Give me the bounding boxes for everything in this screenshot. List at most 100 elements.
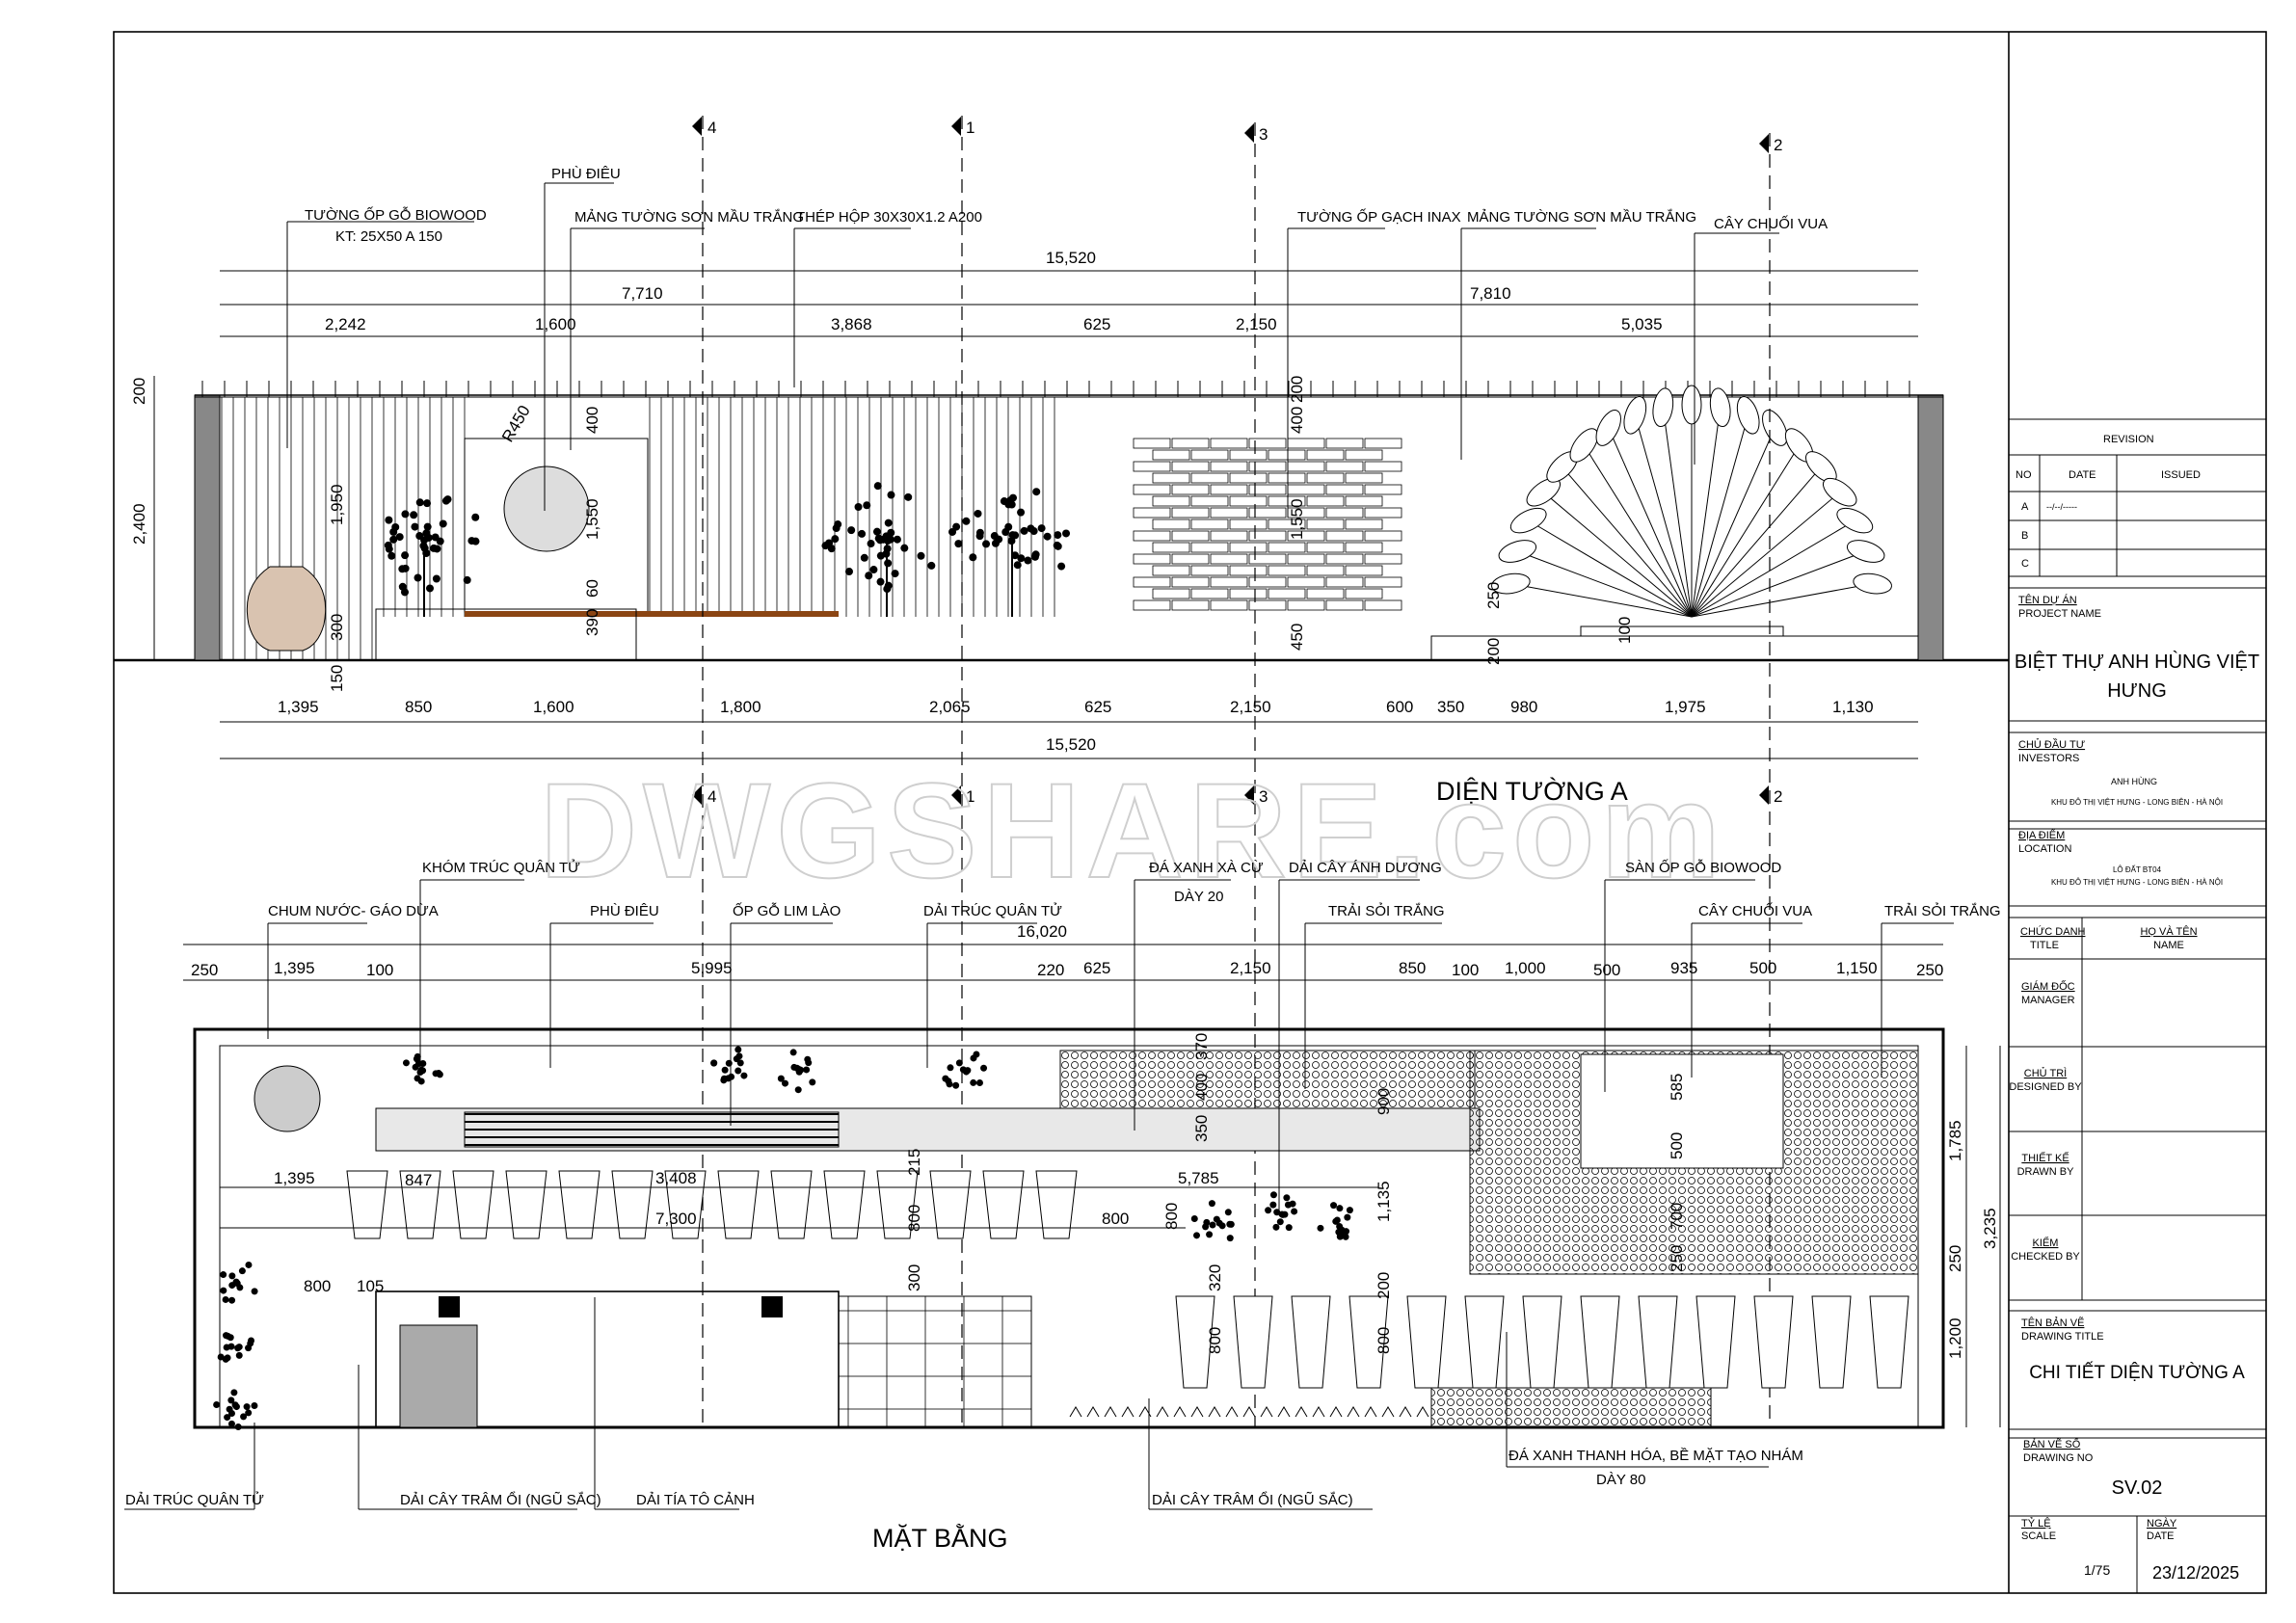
staff-name-vi: HỌ VÀ TÊN <box>2140 925 2197 938</box>
drawing-title-label-en: DRAWING TITLE <box>2021 1331 2104 1343</box>
project-label-en: PROJECT NAME <box>2018 608 2101 620</box>
section-marker-2: 2 <box>1759 134 1782 154</box>
bamboo-leaf <box>1031 553 1039 561</box>
section-marker-2b: 2 <box>1759 785 1782 806</box>
plant-leaf <box>722 1067 729 1074</box>
rev-row-b: B <box>2021 530 2028 542</box>
palm-frond <box>1584 445 1692 617</box>
svg-text:2,065: 2,065 <box>929 698 971 716</box>
plant-leaf <box>220 1271 227 1278</box>
inax-tile <box>1288 485 1324 494</box>
svg-text:800: 800 <box>905 1205 923 1232</box>
plant-leaf <box>233 1279 240 1286</box>
bamboo-leaf <box>1057 563 1065 571</box>
plan-dims-top: 16,020 250 1,395 100 5,995 220 625 2,150… <box>183 922 1943 980</box>
svg-text:625: 625 <box>1084 698 1111 716</box>
water-jar-icon <box>247 567 325 651</box>
inax-tile-wall <box>1134 439 1402 610</box>
inax-tile <box>1365 600 1402 610</box>
plan-view: CHUM NƯỚC- GÁO DỪA KHÓM TRÚC QUÂN TỬ PHÙ… <box>124 859 2001 1553</box>
stepping-stone <box>1639 1296 1677 1388</box>
plant-leaf <box>1227 1235 1234 1241</box>
svg-text:7,710: 7,710 <box>622 284 663 303</box>
svg-text:SÀN ỐP GỖ BIOWOOD: SÀN ỐP GỖ BIOWOOD <box>1625 859 1781 876</box>
plant-leaf <box>223 1296 229 1303</box>
svg-text:DÀY 80: DÀY 80 <box>1596 1472 1645 1488</box>
svg-text:105: 105 <box>357 1277 384 1295</box>
svg-text:250: 250 <box>1484 582 1503 609</box>
plant-leaf <box>740 1073 747 1079</box>
plant-leaf <box>980 1065 987 1072</box>
inax-tile <box>1191 566 1228 575</box>
palm-frond <box>1510 584 1692 617</box>
palm-leaf <box>1496 536 1538 566</box>
plant-leaf <box>976 1079 983 1086</box>
bamboo-leaf <box>974 510 982 518</box>
inax-tile <box>1153 566 1189 575</box>
drawing-no: SV.02 <box>2112 1477 2163 1499</box>
lantana-shrub <box>1295 1407 1307 1417</box>
svg-text:1,550: 1,550 <box>583 498 601 540</box>
svg-text:500: 500 <box>1593 961 1620 979</box>
bamboo-leaf <box>423 499 431 507</box>
plant-leaf <box>1272 1224 1279 1231</box>
svg-text:625: 625 <box>1083 315 1110 333</box>
inax-tile <box>1365 439 1402 448</box>
bamboo-leaf <box>887 536 894 544</box>
bamboo-leaf <box>927 562 935 570</box>
role-drawer-vi: THIẾT KẾ <box>2021 1152 2069 1164</box>
lantana-shrub <box>1417 1407 1428 1417</box>
scale-value: 1/75 <box>2084 1562 2110 1578</box>
inax-tile <box>1211 600 1247 610</box>
lantana-shrub <box>1070 1407 1081 1417</box>
stepping-stone <box>1407 1296 1446 1388</box>
left-pillar <box>195 395 220 660</box>
bamboo-leaf <box>415 532 423 540</box>
bamboo-leaf <box>432 533 440 541</box>
bamboo-leaf <box>1001 497 1008 505</box>
bamboo-leaf <box>471 514 479 521</box>
investor-address: KHU ĐÔ THỊ VIỆT HƯNG - LONG BIÊN - HÀ NỘ… <box>2051 798 2223 807</box>
bamboo-leaf <box>868 540 875 547</box>
inax-tile <box>1346 473 1382 483</box>
plant-leaf <box>1265 1207 1271 1213</box>
plant-leaf <box>1285 1202 1292 1209</box>
svg-text:ĐÁ XANH THANH HÓA, BỀ MẶT TẠO: ĐÁ XANH THANH HÓA, BỀ MẶT TẠO NHÁM <box>1508 1448 1803 1464</box>
svg-text:2,150: 2,150 <box>1236 315 1277 333</box>
svg-text:1,135: 1,135 <box>1375 1181 1393 1222</box>
bamboo-leaf <box>1009 494 1017 502</box>
plant-leaf <box>1332 1218 1339 1225</box>
lantana-shrub <box>1174 1407 1186 1417</box>
palm-leaf <box>1620 394 1650 437</box>
palm-leaf <box>1682 386 1701 424</box>
plant-leaf <box>433 1070 440 1077</box>
bamboo-leaf <box>424 523 432 531</box>
bamboo-leaf <box>1062 529 1070 537</box>
bamboo-leaf <box>416 498 424 506</box>
inax-tile <box>1326 439 1363 448</box>
plant-leaf <box>239 1267 246 1274</box>
plant-leaf <box>248 1338 254 1344</box>
door-panel <box>400 1325 477 1427</box>
svg-text:300: 300 <box>328 614 346 641</box>
plant-leaf <box>795 1086 802 1093</box>
svg-text:5,785: 5,785 <box>1178 1169 1219 1187</box>
location-label-vi: ĐỊA ĐIỂM <box>2018 829 2065 841</box>
lantana-shrub <box>1087 1407 1099 1417</box>
palm-frond <box>1562 466 1692 617</box>
bamboo-leaf <box>873 528 881 536</box>
palm-frond <box>1517 551 1692 617</box>
svg-text:400: 400 <box>1288 407 1306 434</box>
stepping-stone <box>1523 1296 1562 1388</box>
svg-text:350: 350 <box>1192 1115 1211 1142</box>
palm-planter <box>1431 636 1918 660</box>
svg-text:700: 700 <box>1668 1203 1686 1230</box>
project-name-line1: BIỆT THỰ ANH HÙNG VIỆT <box>2015 651 2259 673</box>
bamboo-plants <box>385 482 1070 617</box>
plant-leaf <box>803 1066 810 1073</box>
bamboo-leaf <box>389 528 397 536</box>
palm-leaf <box>1708 386 1733 428</box>
plant-leaf <box>726 1060 733 1067</box>
svg-text:600: 600 <box>1386 698 1413 716</box>
elevation-dims-top: 15,520 7,710 7,810 2,242 1,600 3,868 625… <box>220 249 1918 336</box>
